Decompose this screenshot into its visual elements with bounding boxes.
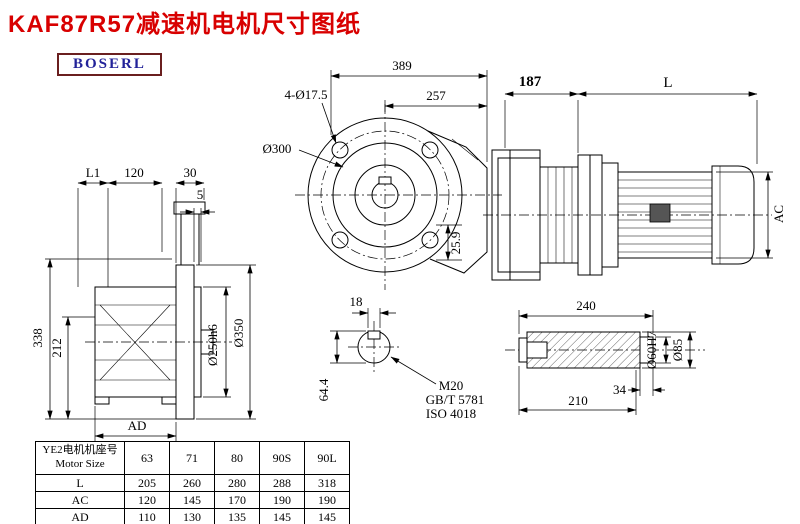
dim-bolt-holes: 4-Ø17.5 [285, 87, 328, 102]
bolt-hole [331, 141, 349, 159]
shaft-detail: 240 34 210 Ø60H7 Ø85 [505, 298, 705, 415]
row-label: L [35, 474, 125, 492]
header-label-cn: YE2电机机座号 [42, 444, 118, 457]
dim-18: 18 [350, 294, 363, 309]
size-col-80: 80 [214, 441, 260, 475]
dim-dia250: Ø250h6 [205, 324, 220, 366]
dim-ac: AC [771, 205, 786, 223]
size-col-63: 63 [124, 441, 170, 475]
table-header-row: YE2电机机座号 Motor Size 63 71 80 90S 90L [35, 441, 350, 475]
table-cell: 288 [259, 474, 305, 492]
shaft-stub [200, 329, 214, 355]
shaft-end-view: 18 64.4 M20 GB/T 5781 ISO 4018 [316, 294, 484, 421]
dim-25-9: 25.9 [448, 232, 463, 255]
dim-5: 5 [197, 187, 204, 202]
table-cell: 170 [214, 491, 260, 509]
table-cell: 260 [169, 474, 215, 492]
table-cell: 190 [259, 491, 305, 509]
keyway-slot [367, 330, 381, 340]
table-cell: 145 [169, 491, 215, 509]
side-view: L1 120 30 5 338 212 AD Ø250h6 [30, 165, 256, 441]
std-iso: ISO 4018 [426, 406, 476, 421]
table-cell: 205 [124, 474, 170, 492]
dim-240: 240 [576, 298, 596, 313]
dim-257: 257 [426, 88, 446, 103]
dim-34: 34 [613, 382, 627, 397]
boserl-logo: BOSERL [57, 53, 162, 76]
dim-210: 210 [568, 393, 588, 408]
dim-dia85: Ø85 [670, 339, 685, 361]
bolt-hole [421, 231, 439, 249]
dim-dia350: Ø350 [231, 319, 246, 348]
table-cell: 130 [169, 508, 215, 524]
fan-cowl [711, 165, 755, 265]
table-row-L: L 205 260 280 288 318 [35, 474, 350, 492]
table-cell: 145 [259, 508, 305, 524]
row-label: AC [35, 491, 125, 509]
table-cell: 120 [124, 491, 170, 509]
page-title: KAF87R57减速机电机尺寸图纸 [8, 11, 362, 38]
table-cell: 190 [304, 491, 350, 509]
dim-212: 212 [49, 338, 64, 358]
size-col-90l: 90L [304, 441, 350, 475]
dim-dia60: Ø60H7 [644, 330, 659, 369]
header-label-en: Motor Size [55, 458, 105, 470]
dim-187: 187 [519, 74, 542, 90]
table-cell: 145 [304, 508, 350, 524]
dim-64-4: 64.4 [316, 378, 331, 401]
dim-flange-dia: Ø300 [263, 141, 292, 156]
bolt-hole [421, 141, 439, 159]
dim-m20: M20 [439, 378, 464, 393]
dim-30: 30 [184, 165, 197, 180]
front-view: 389 257 4-Ø17.5 Ø300 25.9 [263, 58, 502, 290]
motor-size-table: YE2电机机座号 Motor Size 63 71 80 90S 90L L 2… [35, 441, 350, 524]
motor-nameplate [649, 203, 671, 223]
size-col-90s: 90S [259, 441, 305, 475]
row-label: AD [35, 508, 125, 524]
shaft-step [639, 336, 654, 364]
table-cell: 280 [214, 474, 260, 492]
housing-outline [427, 130, 488, 274]
motor-view: 187 L AC [483, 74, 786, 281]
dim-l: L [663, 75, 672, 91]
dim-l1: L1 [86, 165, 100, 180]
table-cell: 110 [124, 508, 170, 524]
dim-ad: AD [128, 418, 147, 433]
table-header-motor-size: YE2电机机座号 Motor Size [35, 441, 125, 475]
table-row-AD: AD 110 130 135 145 145 [35, 508, 350, 524]
table-cell: 318 [304, 474, 350, 492]
dim-389: 389 [392, 58, 412, 73]
size-col-71: 71 [169, 441, 215, 475]
dim-120: 120 [124, 165, 144, 180]
table-row-AC: AC 120 145 170 190 190 [35, 491, 350, 509]
table-cell: 135 [214, 508, 260, 524]
dim-338: 338 [30, 328, 45, 348]
std-gb: GB/T 5781 [426, 392, 485, 407]
end-washer [518, 337, 528, 363]
bolt-hole [331, 231, 349, 249]
keyway-bore [378, 176, 392, 185]
shaft-keyway [526, 341, 548, 359]
